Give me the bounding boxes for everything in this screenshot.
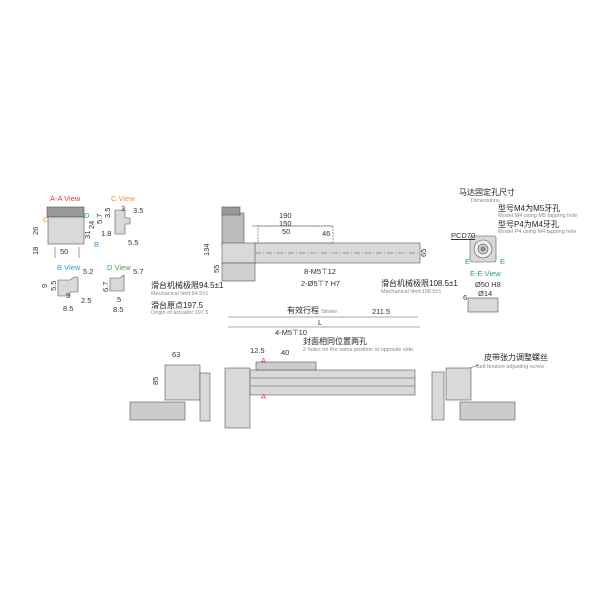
stroke-cn: 有效行程	[287, 306, 319, 315]
aa-d-marker: D	[84, 211, 90, 220]
dim-65: 65	[419, 248, 428, 257]
holes-en: 2 holes on the same position at opposite…	[303, 347, 415, 353]
holes-4-m5: 4-M5⊤10	[275, 328, 307, 337]
dim-6: 6	[463, 293, 468, 302]
e-marker-right: E	[500, 257, 506, 266]
d-dim-5: 5	[117, 295, 122, 304]
d-dim-5-7: 5.7	[133, 267, 144, 276]
dim-134: 134	[202, 243, 211, 256]
aa-view-label: A-A View	[50, 194, 81, 203]
d-dim-6-7: 6.7	[101, 281, 110, 292]
ee-view-label: E-E View	[470, 269, 501, 278]
c-dim-5-5: 5.5	[128, 238, 139, 247]
aa-b-marker: B	[94, 240, 100, 249]
b-view-label: B View	[57, 263, 81, 272]
aa-dim-31: 31	[83, 230, 92, 239]
c-dim-3-5: 3.5	[133, 206, 144, 215]
limit-left-en: Mechanical limit:94.5±1	[151, 291, 209, 297]
motor-title-cn: 马达固定孔尺寸	[459, 188, 515, 197]
pcd70: PCD70	[451, 231, 476, 240]
aa-dim-50: 50	[60, 247, 69, 256]
b-dim-8-5: 8.5	[63, 304, 74, 313]
holes-2-d5: 2-Ø5⊤7 H7	[301, 279, 341, 288]
c-dim-1-8: 1.8	[101, 229, 112, 238]
d-dim-8-5: 8.5	[113, 305, 124, 314]
dim-12-5: 12.5	[250, 346, 265, 355]
limit-left-cn: 滑台机械极限94.5±1	[151, 281, 224, 290]
dim-55: 55	[212, 264, 221, 273]
dim-46: 46	[322, 229, 331, 238]
origin-en: Origin of actuator:197.5	[151, 310, 209, 316]
bottom-right-view-shape	[431, 364, 516, 421]
dim-85: 85	[151, 376, 160, 385]
c-dim-3: 3	[121, 204, 126, 213]
stroke-en: Stroke	[321, 309, 338, 315]
aa-dim-18: 18	[31, 246, 40, 255]
dim-211-5: 211.5	[372, 307, 391, 316]
aa-dim-26: 26	[31, 226, 40, 235]
dim-190: 190	[279, 211, 292, 220]
c-dim-5-7: 5.7	[95, 213, 104, 224]
belt-cn: 皮带张力调整螺丝	[484, 353, 548, 362]
bottom-left-view-shape	[129, 364, 211, 422]
motor-flange-shape	[467, 235, 499, 313]
b-view-shape	[57, 276, 79, 297]
belt-en: Belt tension adjusting screw	[476, 364, 545, 370]
aa-c-marker: C	[43, 215, 49, 224]
dim-40: 40	[281, 348, 290, 357]
dim-150: 150	[279, 219, 292, 228]
e-marker-left: E	[465, 257, 471, 266]
dim-50: 50	[282, 227, 291, 236]
dim-d50-h8: Ø50 H8	[475, 280, 501, 289]
dim-d14: Ø14	[478, 289, 493, 298]
holes-8-m5: 8-M5⊤12	[304, 267, 336, 276]
m4-en: Model M4 using M5 tapping hole	[498, 213, 578, 219]
dim-63: 63	[172, 350, 181, 359]
holes-cn: 封面相同位置两孔	[303, 337, 367, 346]
b-dim-5-2: 5.2	[83, 267, 94, 276]
stroke-label: 有效行程 Stroke	[287, 307, 337, 316]
bottom-front-view-shape	[224, 361, 416, 429]
aa-view-shape	[46, 206, 85, 258]
origin-cn: 滑台原点197.5	[151, 301, 204, 310]
c-view-label: C View	[111, 194, 135, 203]
section-a-bottom: A	[261, 392, 267, 401]
c-view-shape	[114, 209, 131, 235]
m4-cn: 型号M4为M5牙孔	[498, 204, 561, 213]
d-view-label: D View	[107, 263, 131, 272]
section-a-top: A	[261, 356, 267, 365]
limit-right-en: Mechanical limit:108.5±1	[381, 289, 442, 295]
b-dim-2-5: 2.5	[81, 296, 92, 305]
limit-right-cn: 滑台机械极限108.5±1	[381, 279, 458, 288]
c-dim-3-5-v: 3.5	[103, 207, 112, 218]
d-view-shape	[109, 274, 125, 292]
b-dim-5: 5	[66, 291, 71, 300]
b-dim-9: 9	[40, 283, 49, 288]
motor-title-en: Dimensions	[471, 198, 500, 204]
b-dim-5-5: 5.5	[49, 280, 58, 291]
p4-en: Model P4 using M4 tapping hole	[498, 229, 577, 235]
dim-L: L	[318, 318, 323, 327]
front-view-shape	[221, 206, 421, 328]
p4-cn: 型号P4为M4牙孔	[498, 220, 559, 229]
